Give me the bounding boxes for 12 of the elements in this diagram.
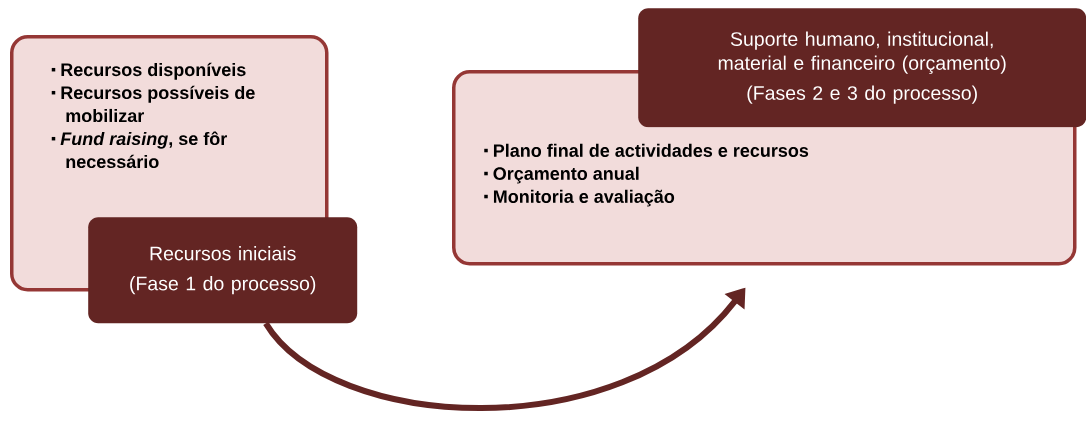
list-item: Recursos possíveis de mobilizar (61, 85, 255, 123)
box-text: (Fase 1 do processo) (130, 276, 316, 295)
label-box (88, 217, 358, 324)
label-box (638, 8, 1086, 128)
list-item: Plano final de actividades e recursos (493, 143, 809, 157)
box-text: Recursos iniciais (150, 246, 296, 261)
list-item: Recursos disponíveis (61, 62, 246, 80)
box-text: Suporte humano, institucional, material e financeiro (orçamento) (718, 31, 1006, 74)
box-text: (Fases 2 e 3 do processo) (747, 85, 977, 104)
list-item: Fund raising, se fôr necessário (60, 131, 227, 169)
list-item: Monitoria e avaliação (493, 189, 675, 207)
list-item: Orçamento anual (493, 166, 639, 184)
